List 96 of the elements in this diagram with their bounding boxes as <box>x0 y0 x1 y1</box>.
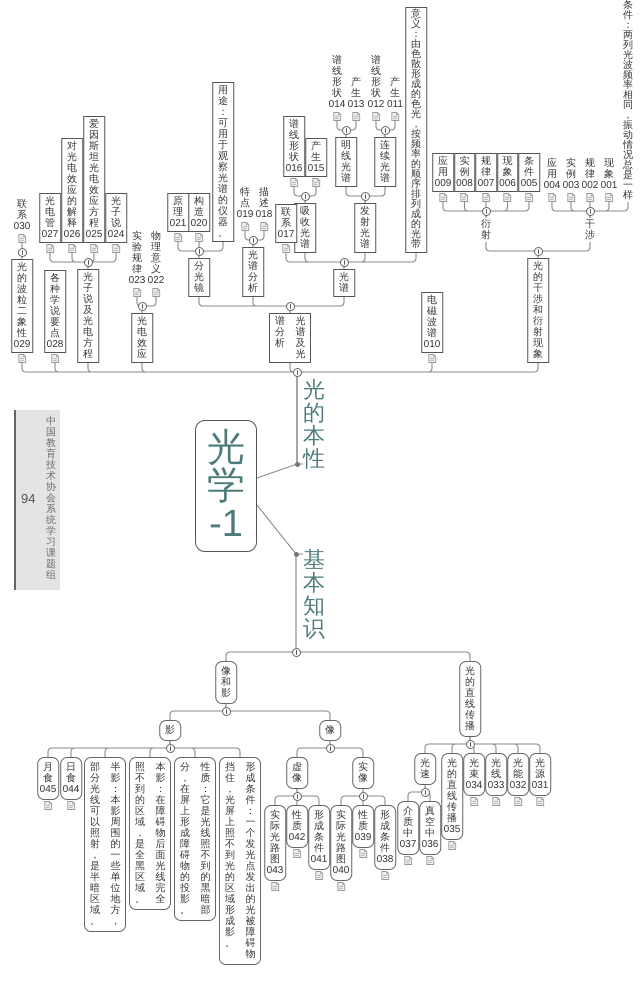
topic-box: 明线光谱 <box>335 137 357 187</box>
topic-box: 光电管027 <box>39 193 61 243</box>
connector-line <box>244 231 254 247</box>
topic-label: 衍射 <box>480 218 492 242</box>
connector-line <box>169 704 227 720</box>
topic-box: 意义：由色散形成的色光，按频率的顺序排列成的光带 <box>405 7 427 253</box>
connector-line <box>551 202 591 218</box>
topic-label: 实验规律023 <box>128 230 146 287</box>
connector-line <box>47 741 171 757</box>
topic-box: 实像 <box>352 757 374 789</box>
topic-box: 光的直线传播 <box>459 661 481 737</box>
branch-topic-label: 基本知识 <box>303 548 325 640</box>
topic-box: 规律007 <box>475 153 497 192</box>
topic-box: 月食045 <box>37 757 59 800</box>
topic-box: 日食044 <box>60 757 82 800</box>
topic-box: 形成条件：一个发光点发出的光被障碍物挡住，光屏上照不到光的区域形成影。 <box>219 757 261 965</box>
topic-box: 各种学说要点028 <box>44 270 66 353</box>
topic-box: 电磁波谱010 <box>421 292 443 353</box>
topic-box: 光谱分析 <box>242 247 264 297</box>
page-number: 94 <box>21 492 36 505</box>
topic-box: 原理021 <box>167 193 189 232</box>
topic-box: 性质039 <box>352 805 374 848</box>
topic-label: 产生013 <box>347 76 365 111</box>
topic-label: 特点019 <box>236 186 254 221</box>
topic-label: 应用004 <box>543 157 561 192</box>
connector-line <box>407 785 426 801</box>
topic-box: 应用009 <box>432 153 454 192</box>
topic-label: 谱线形状012 <box>367 54 385 111</box>
topic-box: 像和影 <box>215 661 237 704</box>
topic-box: 发射光谱 <box>354 203 376 253</box>
topic-box: 虚像 <box>286 757 308 789</box>
topic-label: 现象001 <box>600 157 618 192</box>
topic-label: 描述018 <box>255 186 273 221</box>
connector-line <box>177 242 200 258</box>
topic-label: 物理意义022 <box>147 230 165 287</box>
topic-box: 现象006 <box>496 153 518 192</box>
connector-line <box>293 187 306 203</box>
topic-box: 光谱及光谱分析 <box>269 313 311 363</box>
topic-box: 光线033 <box>485 753 507 796</box>
topic-box: 联系017 <box>275 204 297 243</box>
topic-box: 性质：它是光线照不到的黑暗部分，在屏上形成障碍物的投影。 <box>174 757 216 921</box>
topic-box: 本影：在障碍物后面光线完全照不到的区域，是全黑区域。 <box>129 757 171 910</box>
connector-line <box>336 121 347 137</box>
topic-box: 产生015 <box>305 138 327 177</box>
connector-line <box>49 253 89 269</box>
topic-box: 光的干涉和衍射现象 <box>527 258 549 363</box>
topic-box: 光束034 <box>463 753 485 796</box>
topic-box: 光子说024 <box>105 193 127 243</box>
connector-line <box>296 741 331 757</box>
topic-box: 用途：可用于观察光谱的仪器。 <box>212 82 234 242</box>
connector-line <box>285 253 345 269</box>
topic-box: 形成条件038 <box>374 805 396 870</box>
topic-box: 影 <box>159 720 181 741</box>
central-topic-box: 光学-1 <box>195 420 257 552</box>
topic-box: 吸收光谱 <box>294 203 316 253</box>
topic-label: 干涉 <box>584 218 596 242</box>
topic-label: 条件：两列光波频率相同，振动情况总是一样 <box>622 0 634 202</box>
topic-box: 真空中036 <box>419 801 441 855</box>
topic-label: 产生011 <box>386 76 404 111</box>
topic-box: 光能032 <box>507 753 529 796</box>
topic-label: 联系030 <box>13 198 31 233</box>
topic-box: 形成条件041 <box>308 805 330 870</box>
topic-box: 性质042 <box>286 805 308 848</box>
topic-box: 光子说及光电方程 <box>77 269 99 363</box>
topic-box: 光的波粒二象性029 <box>11 259 33 353</box>
topic-label: 规律002 <box>581 157 599 192</box>
topic-box: 光的直线传播035 <box>441 753 463 840</box>
connector-line <box>274 789 298 805</box>
topic-box: 谱线形状016 <box>283 116 305 177</box>
topic-box: 爱因斯坦光电效应方程025 <box>83 116 105 243</box>
topic-box: 构造020 <box>188 193 210 232</box>
topic-box: 条件005 <box>518 153 540 192</box>
source-label: 中国教育技术协会系统学习课题组 <box>46 416 56 581</box>
connector-line <box>442 202 487 218</box>
topic-box: 光速 <box>414 753 436 785</box>
topic-box: 光源031 <box>529 753 551 796</box>
connector-line <box>424 737 471 753</box>
topic-box: 光谱 <box>333 269 355 297</box>
topic-label: 谱线形状014 <box>328 54 346 111</box>
topic-box: 实例008 <box>454 153 476 192</box>
topic-box: 连续光谱 <box>374 137 396 187</box>
topic-box: 分光镜 <box>188 258 210 297</box>
topic-box: 半影：本影周围的一些单位地方，部分光线可以照射，是半暗区域。 <box>84 757 126 932</box>
connector-line <box>345 187 366 203</box>
topic-label: 实例003 <box>562 157 580 192</box>
topic-box: 实际光路图043 <box>264 805 286 881</box>
connector-line <box>136 297 143 313</box>
topic-box: 光电效应 <box>131 313 153 363</box>
topic-box: 介质中037 <box>397 801 419 855</box>
topic-box: 实际光路图040 <box>330 805 352 881</box>
branch-topic-label: 光的本性 <box>303 378 325 470</box>
connector-line <box>340 789 364 805</box>
connector-line <box>198 297 291 313</box>
topic-box: 像 <box>319 720 341 741</box>
connector-line <box>375 121 386 137</box>
topic-box: 对光电效应的解释026 <box>61 138 83 243</box>
